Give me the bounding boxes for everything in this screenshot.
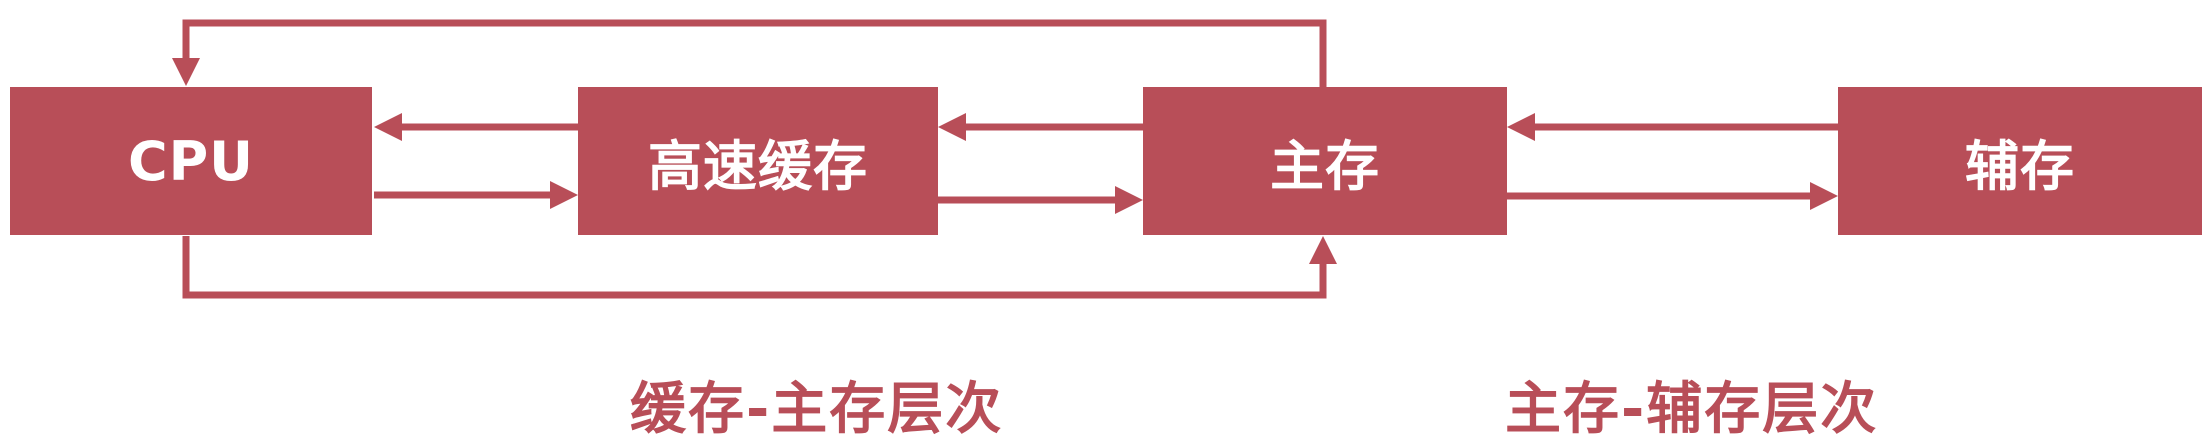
arrowhead-main-to-secondary [1810,182,1838,210]
arrowhead-cpu-top [172,58,200,86]
node-cpu-label: CPU [127,129,255,193]
node-secondary-storage: 辅存 [1838,87,2202,235]
arrowhead-secondary-to-main [1507,113,1535,141]
node-cache-label: 高速缓存 [648,134,868,198]
node-secondary-storage-label: 辅存 [1965,134,2075,198]
node-main-memory: 主存 [1143,87,1507,235]
caption-cache-main-hierarchy: 缓存-主存层次 [630,377,1004,442]
node-cache: 高速缓存 [578,87,938,235]
arrow-cpu-to-main-bottom [182,236,1327,299]
arrow-main-to-cpu-top [182,19,1327,87]
arrowhead-cache-to-main [1115,186,1143,214]
node-main-memory-label: 主存 [1270,134,1380,198]
caption-main-secondary-hierarchy: 主存-辅存层次 [1505,377,1879,442]
arrowhead-cache-to-cpu [374,113,402,141]
arrowhead-main-bottom [1309,236,1337,264]
node-cpu: CPU [10,87,372,235]
arrowhead-cpu-to-cache [550,181,578,209]
arrowhead-main-to-cache [938,113,966,141]
